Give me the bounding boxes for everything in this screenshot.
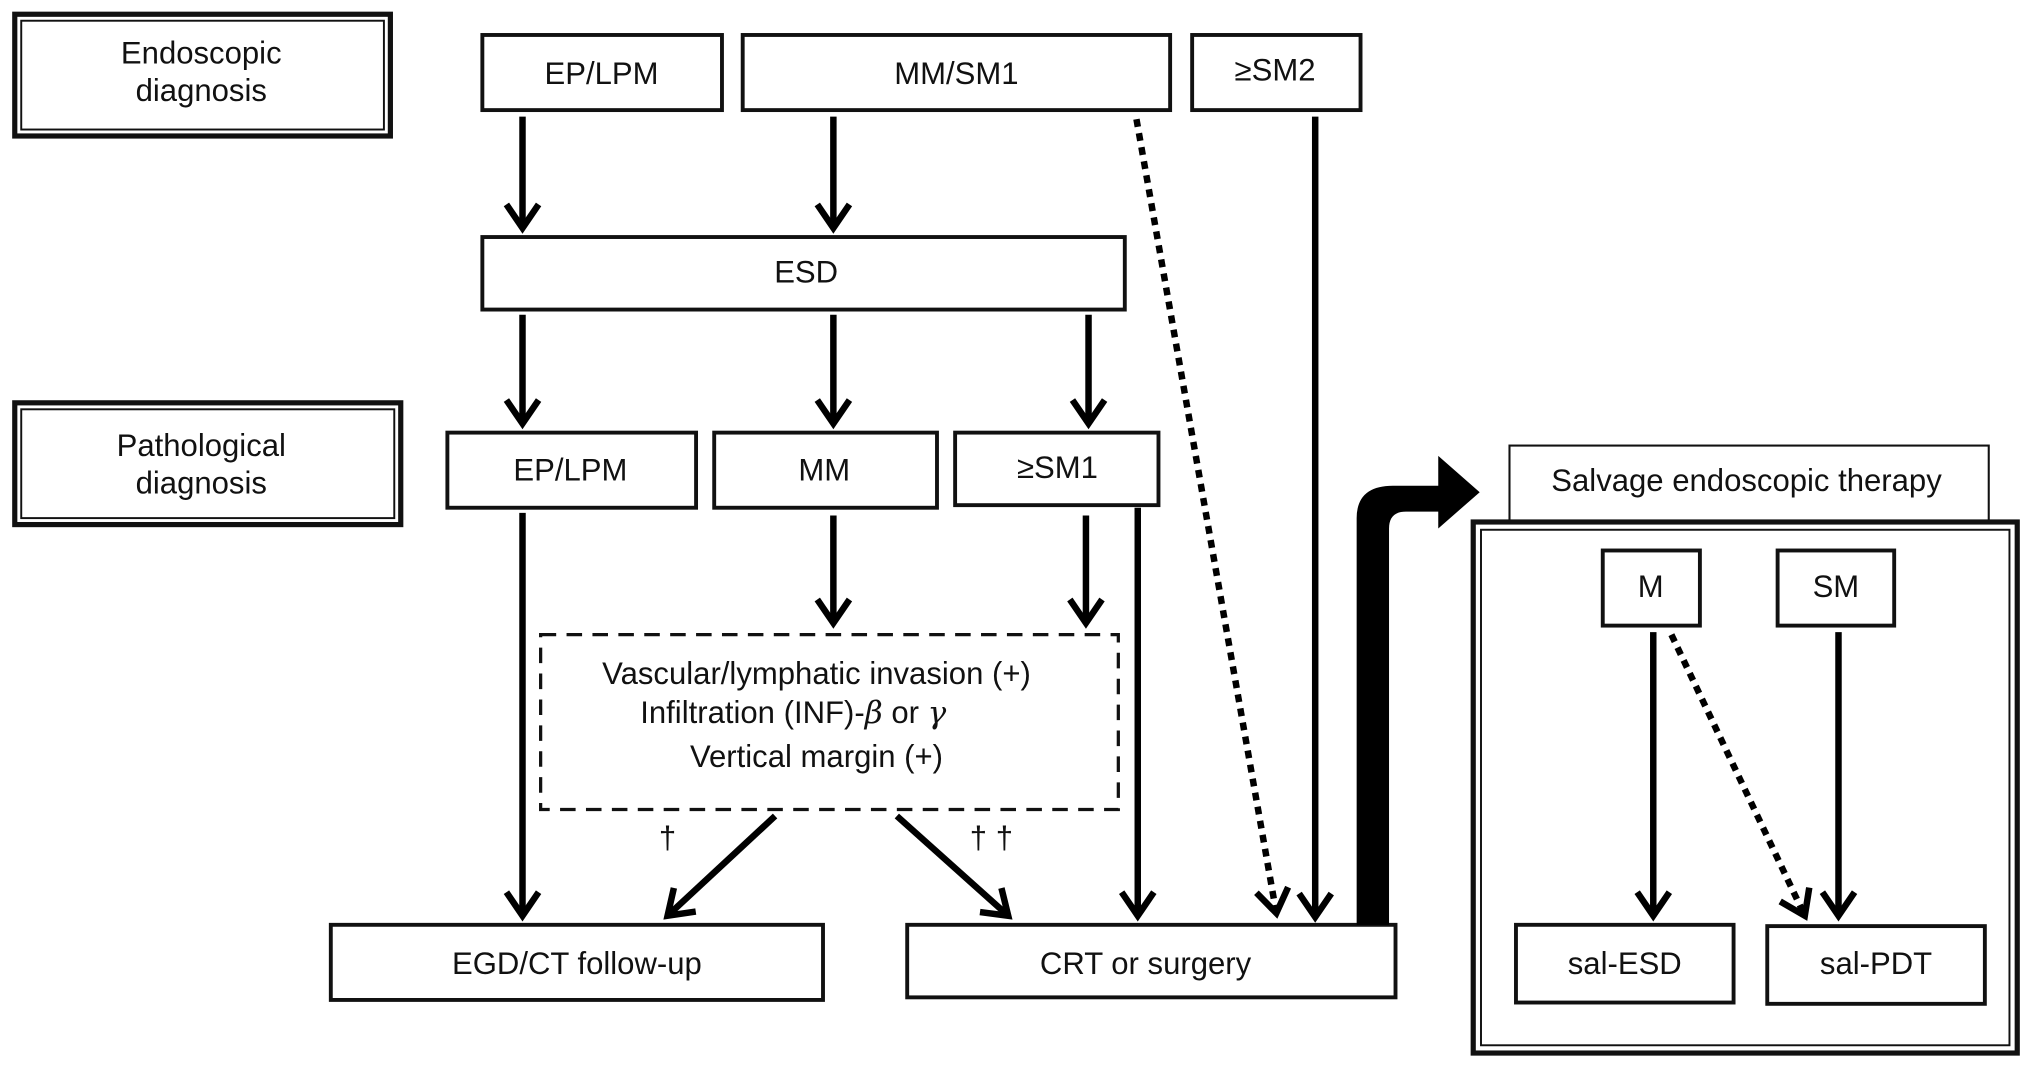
arrowhead-icon (1778, 887, 1813, 921)
arrowhead-icon (1819, 890, 1858, 922)
arrow-endo-mmsm1-to-esd (814, 116, 853, 234)
path-box-sm1: ≥SM1 (953, 430, 1161, 508)
arrowhead-icon (503, 202, 542, 234)
double-dagger: † † (970, 820, 1013, 855)
arrowhead-icon (814, 597, 853, 629)
arrow-sm2-to-crt (1296, 116, 1334, 923)
endoscopic-diagnosis-label: Endoscopic diagnosis (12, 11, 393, 139)
arrows (503, 116, 1858, 923)
svg-text:MM: MM (798, 453, 850, 488)
arrow-esd-to-path-sm1 (1069, 314, 1108, 430)
svg-text:ESD: ESD (774, 254, 838, 289)
arrowhead-icon (1069, 398, 1108, 430)
arrowhead-icon (1634, 890, 1673, 922)
pathological-label-line1: Pathological (117, 428, 286, 463)
endo-box-mm-sm1: MM/SM1 (740, 33, 1173, 113)
svg-text:sal-PDT: sal-PDT (1820, 946, 1932, 981)
arrow-criteria-to-crt (894, 813, 1013, 920)
salvage-container (1470, 519, 2020, 1056)
arrow-endo-eplpm-to-esd (503, 116, 542, 234)
arrowhead-icon (814, 202, 853, 234)
salvage-box-m: M (1600, 548, 1702, 628)
crt-surgery-box: CRT or surgery (905, 922, 1398, 1000)
endoscopic-label-line2: diagnosis (136, 73, 267, 108)
arrow-criteria-to-followup (663, 813, 778, 920)
arrow-esd-to-path-mm (814, 314, 853, 430)
endo-box-ep-lpm: EP/LPM (480, 33, 724, 113)
arrowhead-icon (503, 890, 542, 922)
path-box-mm: MM (712, 430, 939, 510)
big-salvage-arrow (1356, 455, 1480, 925)
arrow-path-mm-to-criteria (814, 515, 853, 629)
arrow-sm-to-sal-pdt (1819, 632, 1858, 922)
criteria-vertical-margin: Vertical margin (+) (690, 739, 943, 774)
svg-text:sal-ESD: sal-ESD (1568, 946, 1682, 981)
path-box-ep-lpm: EP/LPM (445, 430, 699, 510)
followup-box: EGD/CT follow-up (328, 922, 825, 1002)
arrowhead-icon (979, 887, 1013, 920)
arrow-path-sm1-to-criteria (1067, 515, 1105, 629)
endoscopic-label-line1: Endoscopic (121, 35, 282, 70)
arrowhead-icon (1254, 885, 1292, 919)
arrow-m-to-sal-pdt-dotted (1668, 633, 1813, 921)
arrowhead-icon (1067, 597, 1105, 629)
single-dagger: † (659, 820, 676, 855)
esd-box: ESD (480, 235, 1127, 312)
svg-text:SM: SM (1813, 569, 1860, 604)
criteria-infiltration: Infiltration (INF)-β or γ (640, 695, 946, 731)
svg-text:M: M (1638, 569, 1664, 604)
svg-text:≥SM2: ≥SM2 (1235, 52, 1316, 87)
arrow-path-sm1-to-crt (1118, 507, 1157, 922)
svg-text:Salvage endoscopic therapy: Salvage endoscopic therapy (1551, 463, 1942, 498)
salvage-box-sm: SM (1775, 548, 1897, 628)
svg-text:EGD/CT follow-up: EGD/CT follow-up (452, 946, 702, 981)
arrow-path-eplpm-to-followup (503, 512, 542, 922)
arrowhead-icon (1296, 891, 1334, 923)
arrow-m-to-sal-esd (1634, 632, 1673, 922)
salvage-title-box: Salvage endoscopic therapy (1508, 444, 1990, 522)
svg-text:≥SM1: ≥SM1 (1017, 450, 1098, 485)
arrow-esd-to-path-eplpm (503, 314, 542, 430)
pathological-diagnosis-label: Pathological diagnosis (12, 400, 404, 528)
criteria-vascular: Vascular/lymphatic invasion (+) (602, 656, 1031, 691)
svg-text:CRT or surgery: CRT or surgery (1040, 946, 1252, 981)
pathological-label-line2: diagnosis (136, 465, 267, 500)
arrowhead-icon (663, 887, 697, 920)
svg-text:EP/LPM: EP/LPM (513, 453, 627, 488)
criteria-box: Vascular/lymphatic invasion (+) Infiltra… (539, 633, 1120, 812)
arrowhead-icon (1118, 890, 1157, 922)
arrow-mmsm1-to-crt-dotted (1133, 118, 1292, 919)
endo-box-sm2: ≥SM2 (1190, 33, 1363, 113)
arrowhead-icon (503, 398, 542, 430)
arrowhead-icon (814, 398, 853, 430)
svg-text:EP/LPM: EP/LPM (545, 56, 659, 91)
sal-pdt-box: sal-PDT (1765, 924, 1987, 1006)
svg-text:MM/SM1: MM/SM1 (894, 56, 1018, 91)
sal-esd-box: sal-ESD (1514, 922, 1736, 1005)
